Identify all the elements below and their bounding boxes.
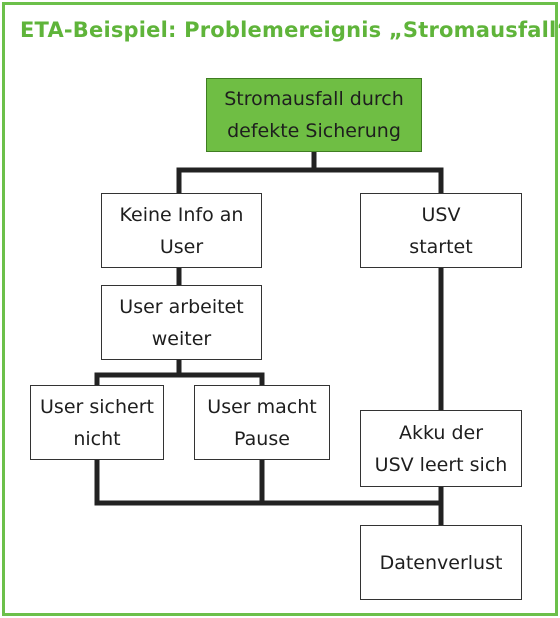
node-user-arbeitet: User arbeitet weiter [101, 285, 262, 360]
node-keine-info: Keine Info an User [101, 193, 262, 268]
node-akku-leert: Akku der USV leert sich [360, 410, 522, 487]
node-datenverlust: Datenverlust [360, 525, 522, 600]
diagram-title: ETA-Beispiel: Problemereignis „Stromausf… [20, 18, 560, 42]
node-usv-startet: USV startet [360, 193, 522, 268]
node-stromausfall: Stromausfall durch defekte Sicherung [206, 78, 422, 152]
node-user-sichert-nicht: User sichert nicht [30, 385, 164, 460]
node-user-macht-pause: User macht Pause [194, 385, 330, 460]
